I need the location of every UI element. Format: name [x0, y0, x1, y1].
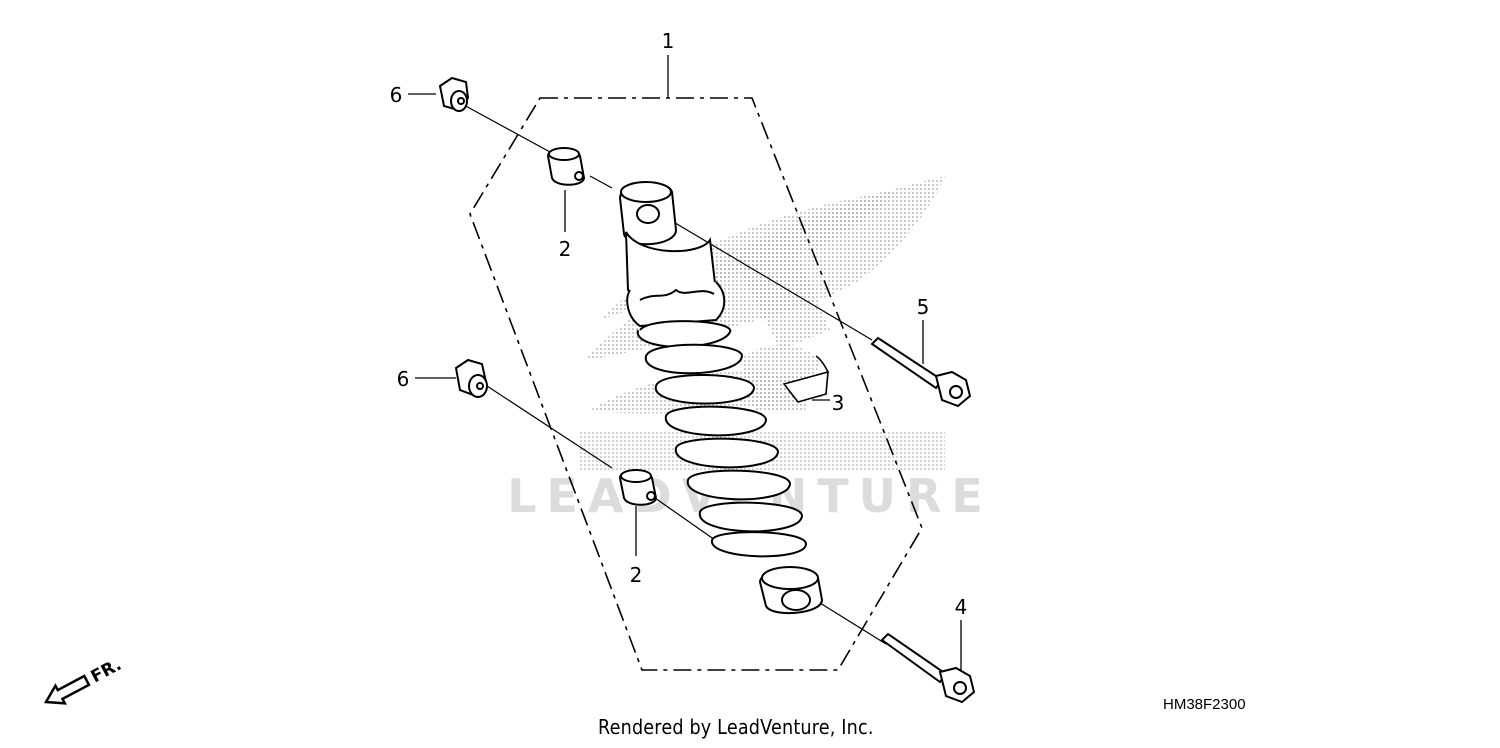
- front-arrow-icon: FR.: [43, 655, 125, 705]
- diagram-code: HM38F2300: [1163, 696, 1246, 713]
- lower-bushing: [618, 469, 658, 506]
- upper-bushing: [546, 147, 586, 186]
- axis-lines: [461, 103, 887, 645]
- callout-2-lower: 2: [630, 563, 643, 587]
- front-direction-label: FR.: [88, 655, 125, 687]
- upper-flange-nut: [438, 76, 470, 112]
- callout-3: 3: [832, 391, 845, 415]
- lower-bolt: [880, 632, 976, 704]
- callout-5: 5: [917, 295, 930, 319]
- lower-flange-nut: [454, 358, 488, 398]
- callout-6-upper: 6: [390, 83, 403, 107]
- leader-lines: [408, 55, 962, 674]
- shock-absorber: [618, 181, 824, 615]
- upper-bolt: [870, 336, 972, 408]
- credit-line: Rendered by LeadVenture, Inc.: [598, 715, 874, 739]
- assembly-boundary: [469, 97, 923, 671]
- callout-2-upper: 2: [559, 237, 572, 261]
- callout-4: 4: [955, 595, 968, 619]
- callout-6-lower: 6: [397, 367, 410, 391]
- label-sticker: [782, 355, 829, 403]
- callout-1: 1: [662, 29, 675, 53]
